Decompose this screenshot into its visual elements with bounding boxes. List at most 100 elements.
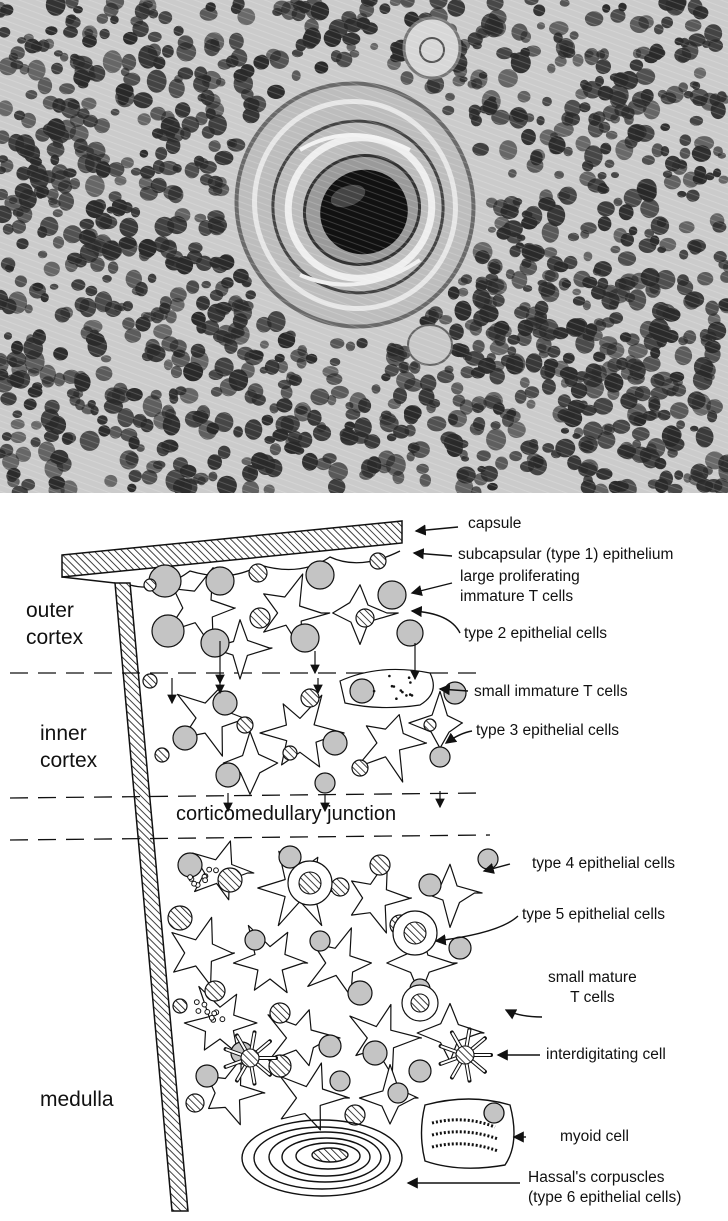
vacuole-dot — [214, 868, 219, 873]
label-type5-epithelial: type 5 epithelial cells — [522, 905, 665, 925]
t-cell — [388, 1083, 408, 1103]
label-hassals-line1: Hassal's corpuscles — [528, 1168, 681, 1188]
t-cell — [152, 615, 184, 647]
zone-outer-cortex-line2: cortex — [26, 624, 83, 651]
label-hassals-corpuscles: Hassal's corpuscles (type 6 epithelial c… — [528, 1168, 681, 1208]
t-cell — [378, 581, 406, 609]
epithelial-nucleus — [270, 1003, 290, 1023]
epithelial-nucleus — [424, 719, 436, 731]
epithelial-cell-outline — [207, 1058, 265, 1124]
label-type2-epithelial: type 2 epithelial cells — [464, 624, 607, 644]
epithelial-nucleus — [237, 717, 253, 733]
t-cell — [449, 937, 471, 959]
vacuole-dot — [194, 1000, 199, 1005]
micrograph-image — [0, 0, 728, 493]
epithelial-nucleus — [218, 868, 242, 892]
t-cell — [201, 629, 229, 657]
label-myoid-cell: myoid cell — [560, 1127, 629, 1147]
epithelial-nucleus — [144, 579, 156, 591]
granule-dot — [388, 675, 391, 678]
granule-dot — [395, 697, 398, 700]
zone-outer-cortex-line1: outer — [26, 597, 83, 624]
thymus-lobule-diagram: outer cortex inner cortex corticomedulla… — [0, 493, 728, 1221]
t-cell — [319, 1035, 341, 1057]
epithelial-nucleus — [352, 760, 368, 776]
t-cell — [478, 849, 498, 869]
epithelial-nucleus — [168, 906, 192, 930]
type5-nucleus — [411, 994, 429, 1012]
epithelial-nucleus — [370, 553, 386, 569]
label-small-immature-t-cells: small immature T cells — [474, 682, 628, 702]
t-cell — [323, 731, 347, 755]
t-cell — [216, 763, 240, 787]
zone-inner-cortex-line1: inner — [40, 720, 97, 747]
epithelial-nucleus — [143, 674, 157, 688]
vacuole-dot — [202, 1002, 207, 1007]
hassals-corpuscle-drawing — [242, 1120, 402, 1196]
vacuole-dot — [207, 867, 212, 872]
granule-dot — [373, 690, 376, 693]
epithelial-nucleus — [370, 855, 390, 875]
vacuole-dot — [192, 881, 197, 886]
epithelial-nucleus — [283, 746, 297, 760]
vacuole-dot — [205, 1010, 210, 1015]
vacuole-dot — [188, 875, 193, 880]
t-cell — [315, 773, 335, 793]
t-cell — [348, 981, 372, 1005]
t-cell — [173, 726, 197, 750]
granule-dot — [409, 681, 412, 684]
t-cell — [196, 1065, 218, 1087]
label-hassals-line2: (type 6 epithelial cells) — [528, 1188, 681, 1208]
zone-outer-cortex: outer cortex — [26, 597, 83, 651]
label-small-mature-line1: small mature — [548, 968, 637, 988]
t-cell — [291, 624, 319, 652]
label-large-proliferating-line1: large proliferating — [460, 567, 580, 587]
vacuole-dot — [196, 1009, 201, 1014]
t-cell — [363, 1041, 387, 1065]
t-cell — [213, 691, 237, 715]
label-large-proliferating-line2: immature T cells — [460, 587, 580, 607]
label-small-mature-t-cells: small mature T cells — [548, 968, 637, 1008]
t-cell — [178, 853, 202, 877]
label-small-mature-line2: T cells — [548, 988, 637, 1008]
interdigitating-nucleus — [241, 1049, 259, 1067]
epithelial-nucleus — [356, 609, 374, 627]
t-cell — [419, 874, 441, 896]
label-capsule: capsule — [468, 514, 521, 534]
label-subcapsular-epithelium: subcapsular (type 1) epithelium — [458, 545, 673, 565]
label-interdigitating-cell: interdigitating cell — [546, 1045, 666, 1065]
micrograph-photo — [0, 0, 728, 493]
t-cell — [330, 1071, 350, 1091]
junction-medulla-boundary — [10, 835, 490, 840]
epithelial-nucleus — [155, 748, 169, 762]
label-type4-epithelial: type 4 epithelial cells — [532, 854, 675, 874]
zone-medulla: medulla — [40, 1086, 114, 1113]
t-cell — [397, 620, 423, 646]
zone-inner-cortex-line2: cortex — [40, 747, 97, 774]
t-cell — [245, 930, 265, 950]
epithelial-nucleus — [249, 564, 267, 582]
t-cell — [350, 679, 374, 703]
vacuole-dot — [212, 1011, 217, 1016]
t-cell — [310, 931, 330, 951]
epithelial-nucleus — [186, 1094, 204, 1112]
type5-nucleus — [299, 872, 321, 894]
t-cell — [430, 747, 450, 767]
t-cell — [206, 567, 234, 595]
t-cell — [306, 561, 334, 589]
myoid-cell-drawing — [422, 1099, 515, 1168]
label-type3-epithelial: type 3 epithelial cells — [476, 721, 619, 741]
epithelial-nucleus — [205, 981, 225, 1001]
epithelial-nucleus — [250, 608, 270, 628]
epithelial-nucleus — [331, 878, 349, 896]
epithelial-nucleus — [301, 689, 319, 707]
granule-dot — [401, 691, 404, 694]
granule-dot — [405, 694, 408, 697]
type5-nucleus — [404, 922, 426, 944]
zone-inner-cortex: inner cortex — [40, 720, 97, 774]
epithelial-cell-outline — [234, 926, 308, 993]
t-cell — [444, 682, 466, 704]
zone-corticomedullary-junction: corticomedullary junction — [176, 803, 396, 826]
granule-dot — [409, 693, 412, 696]
granule-dot — [391, 685, 394, 688]
